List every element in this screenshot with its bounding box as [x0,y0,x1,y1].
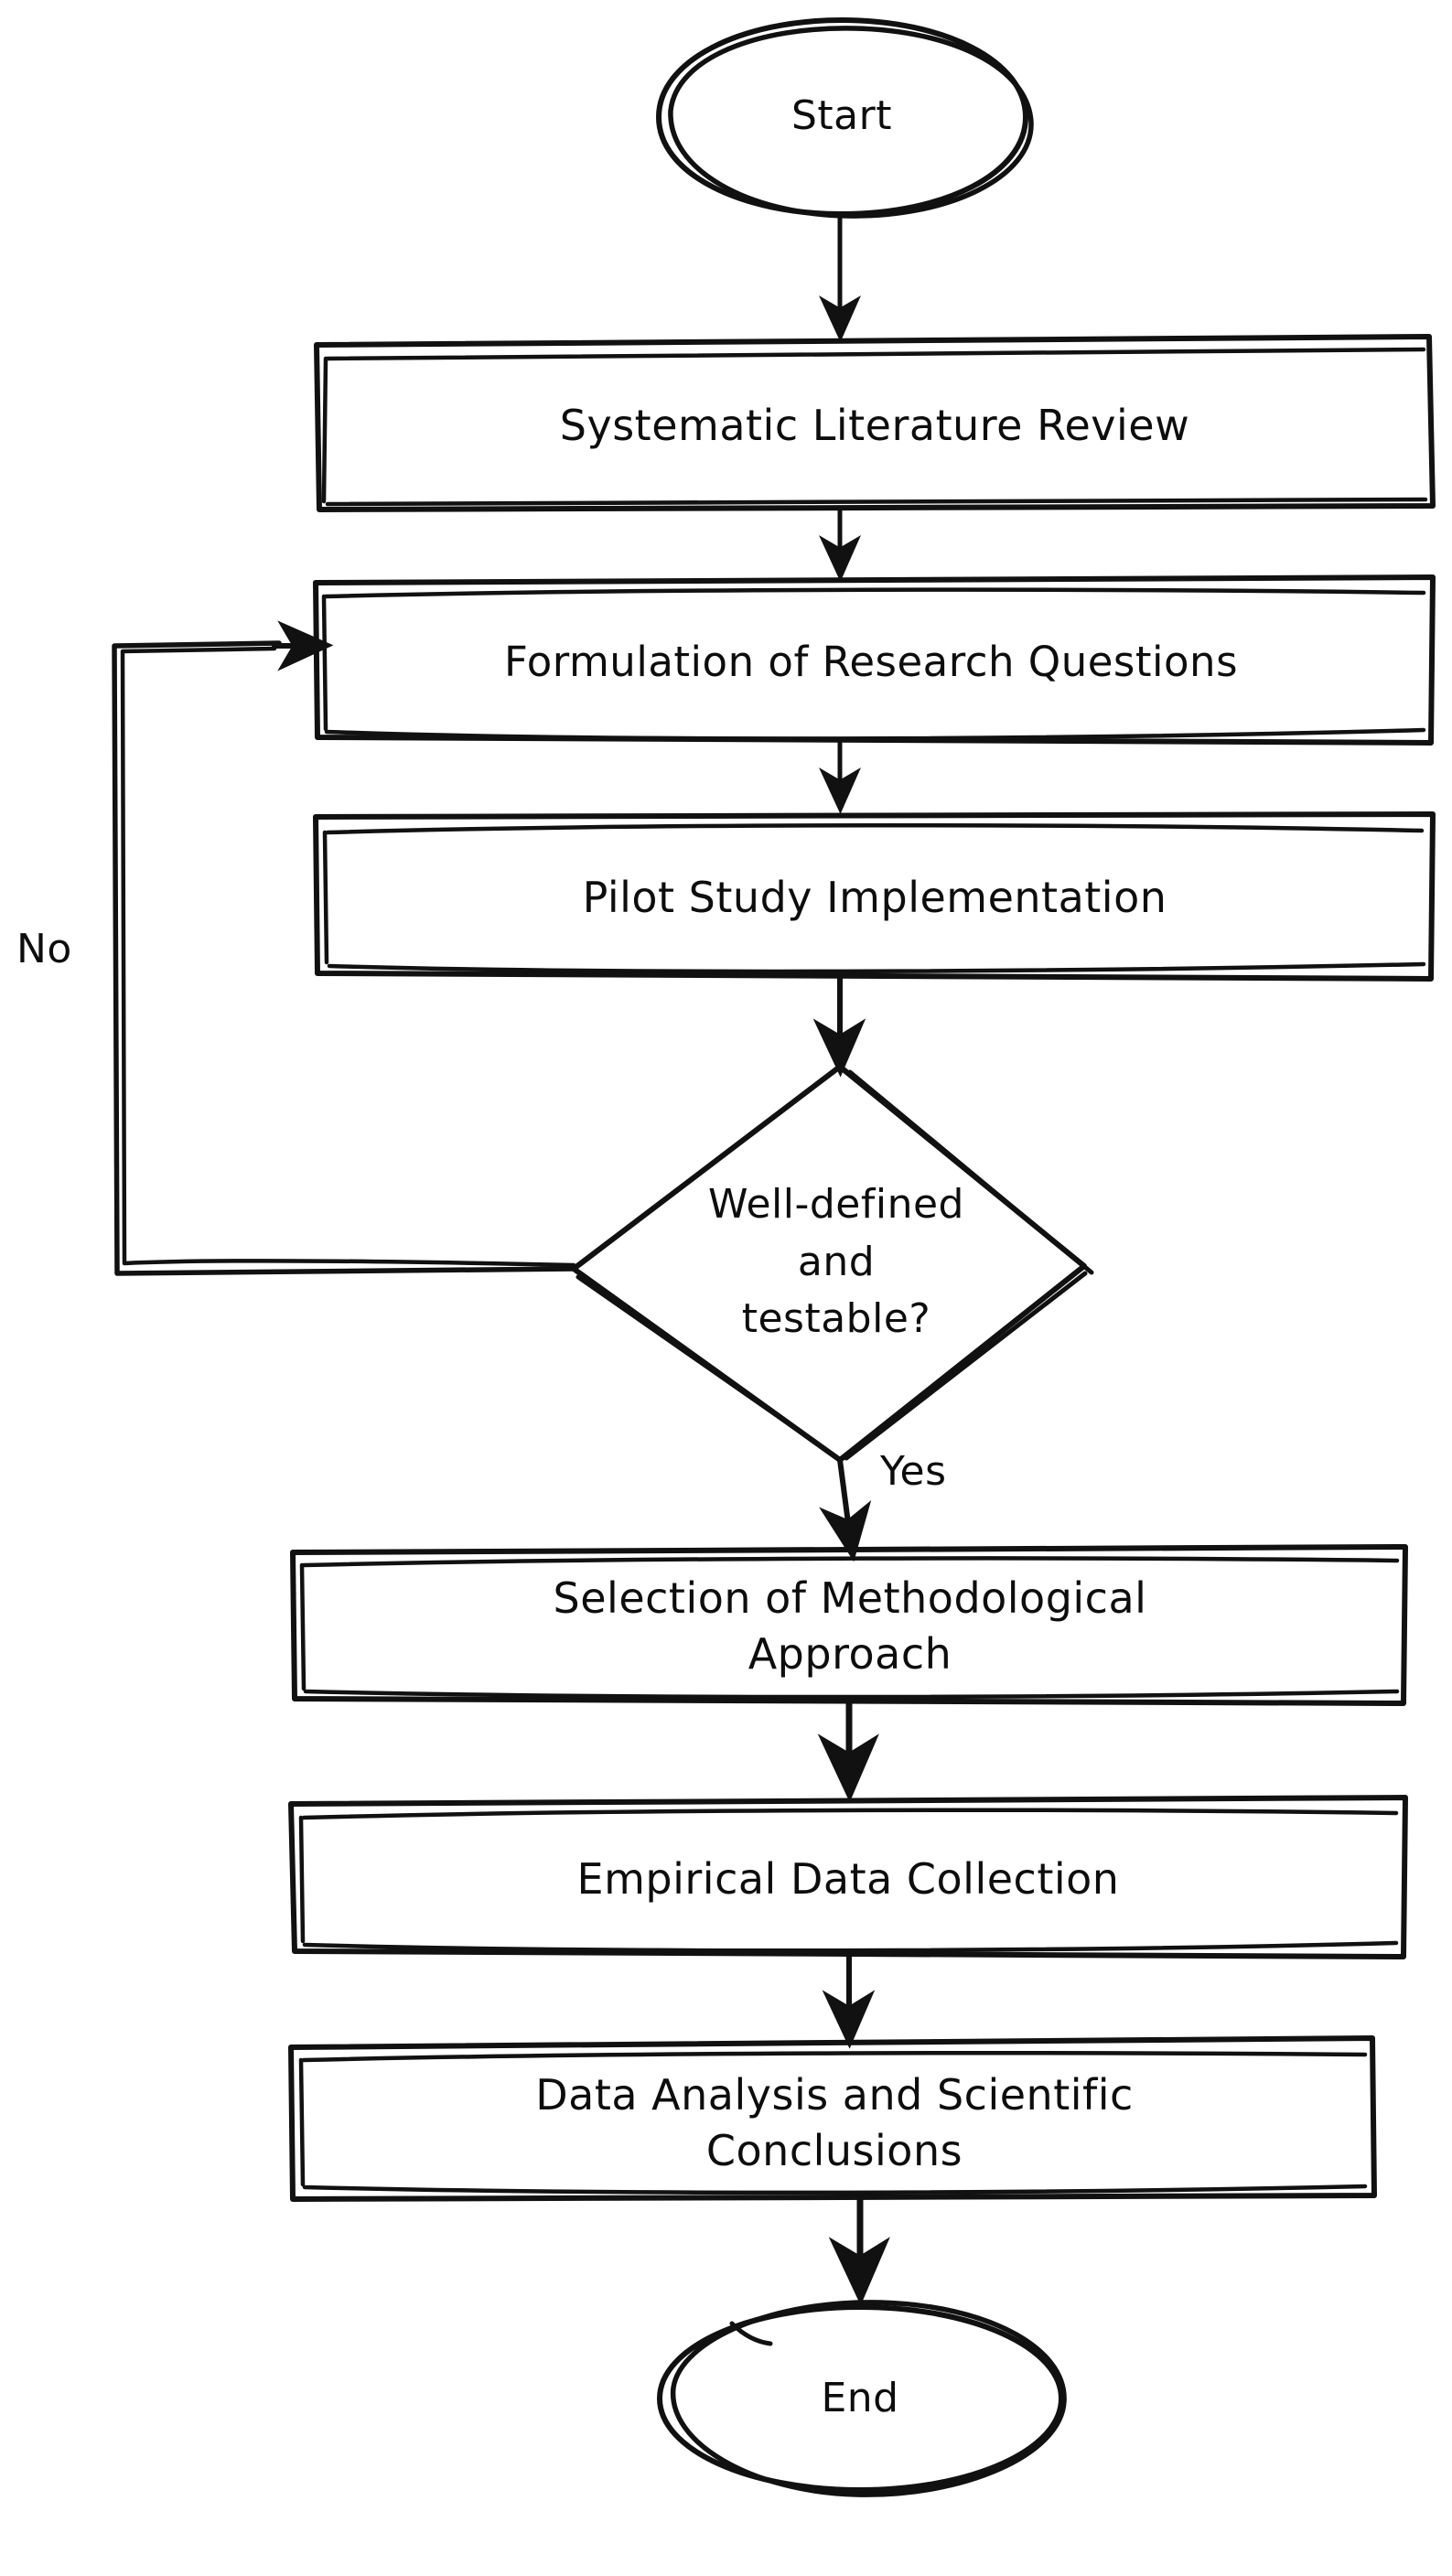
node-research-questions-shape [313,574,1436,746]
node-literature-review-shape [314,334,1436,512]
node-data-collection-shape [288,1795,1408,1959]
node-end-shape [657,2300,1067,2497]
node-decision-shape [571,1064,1094,1463]
node-methodology-shape [290,1544,1408,1706]
node-start-shape [656,17,1034,219]
node-data-analysis-shape [288,2035,1377,2202]
edge-decision-yes-to-methodology [819,1457,872,1562]
edge-decision-no-loop [112,620,576,1276]
node-pilot-study-shape [313,811,1436,982]
